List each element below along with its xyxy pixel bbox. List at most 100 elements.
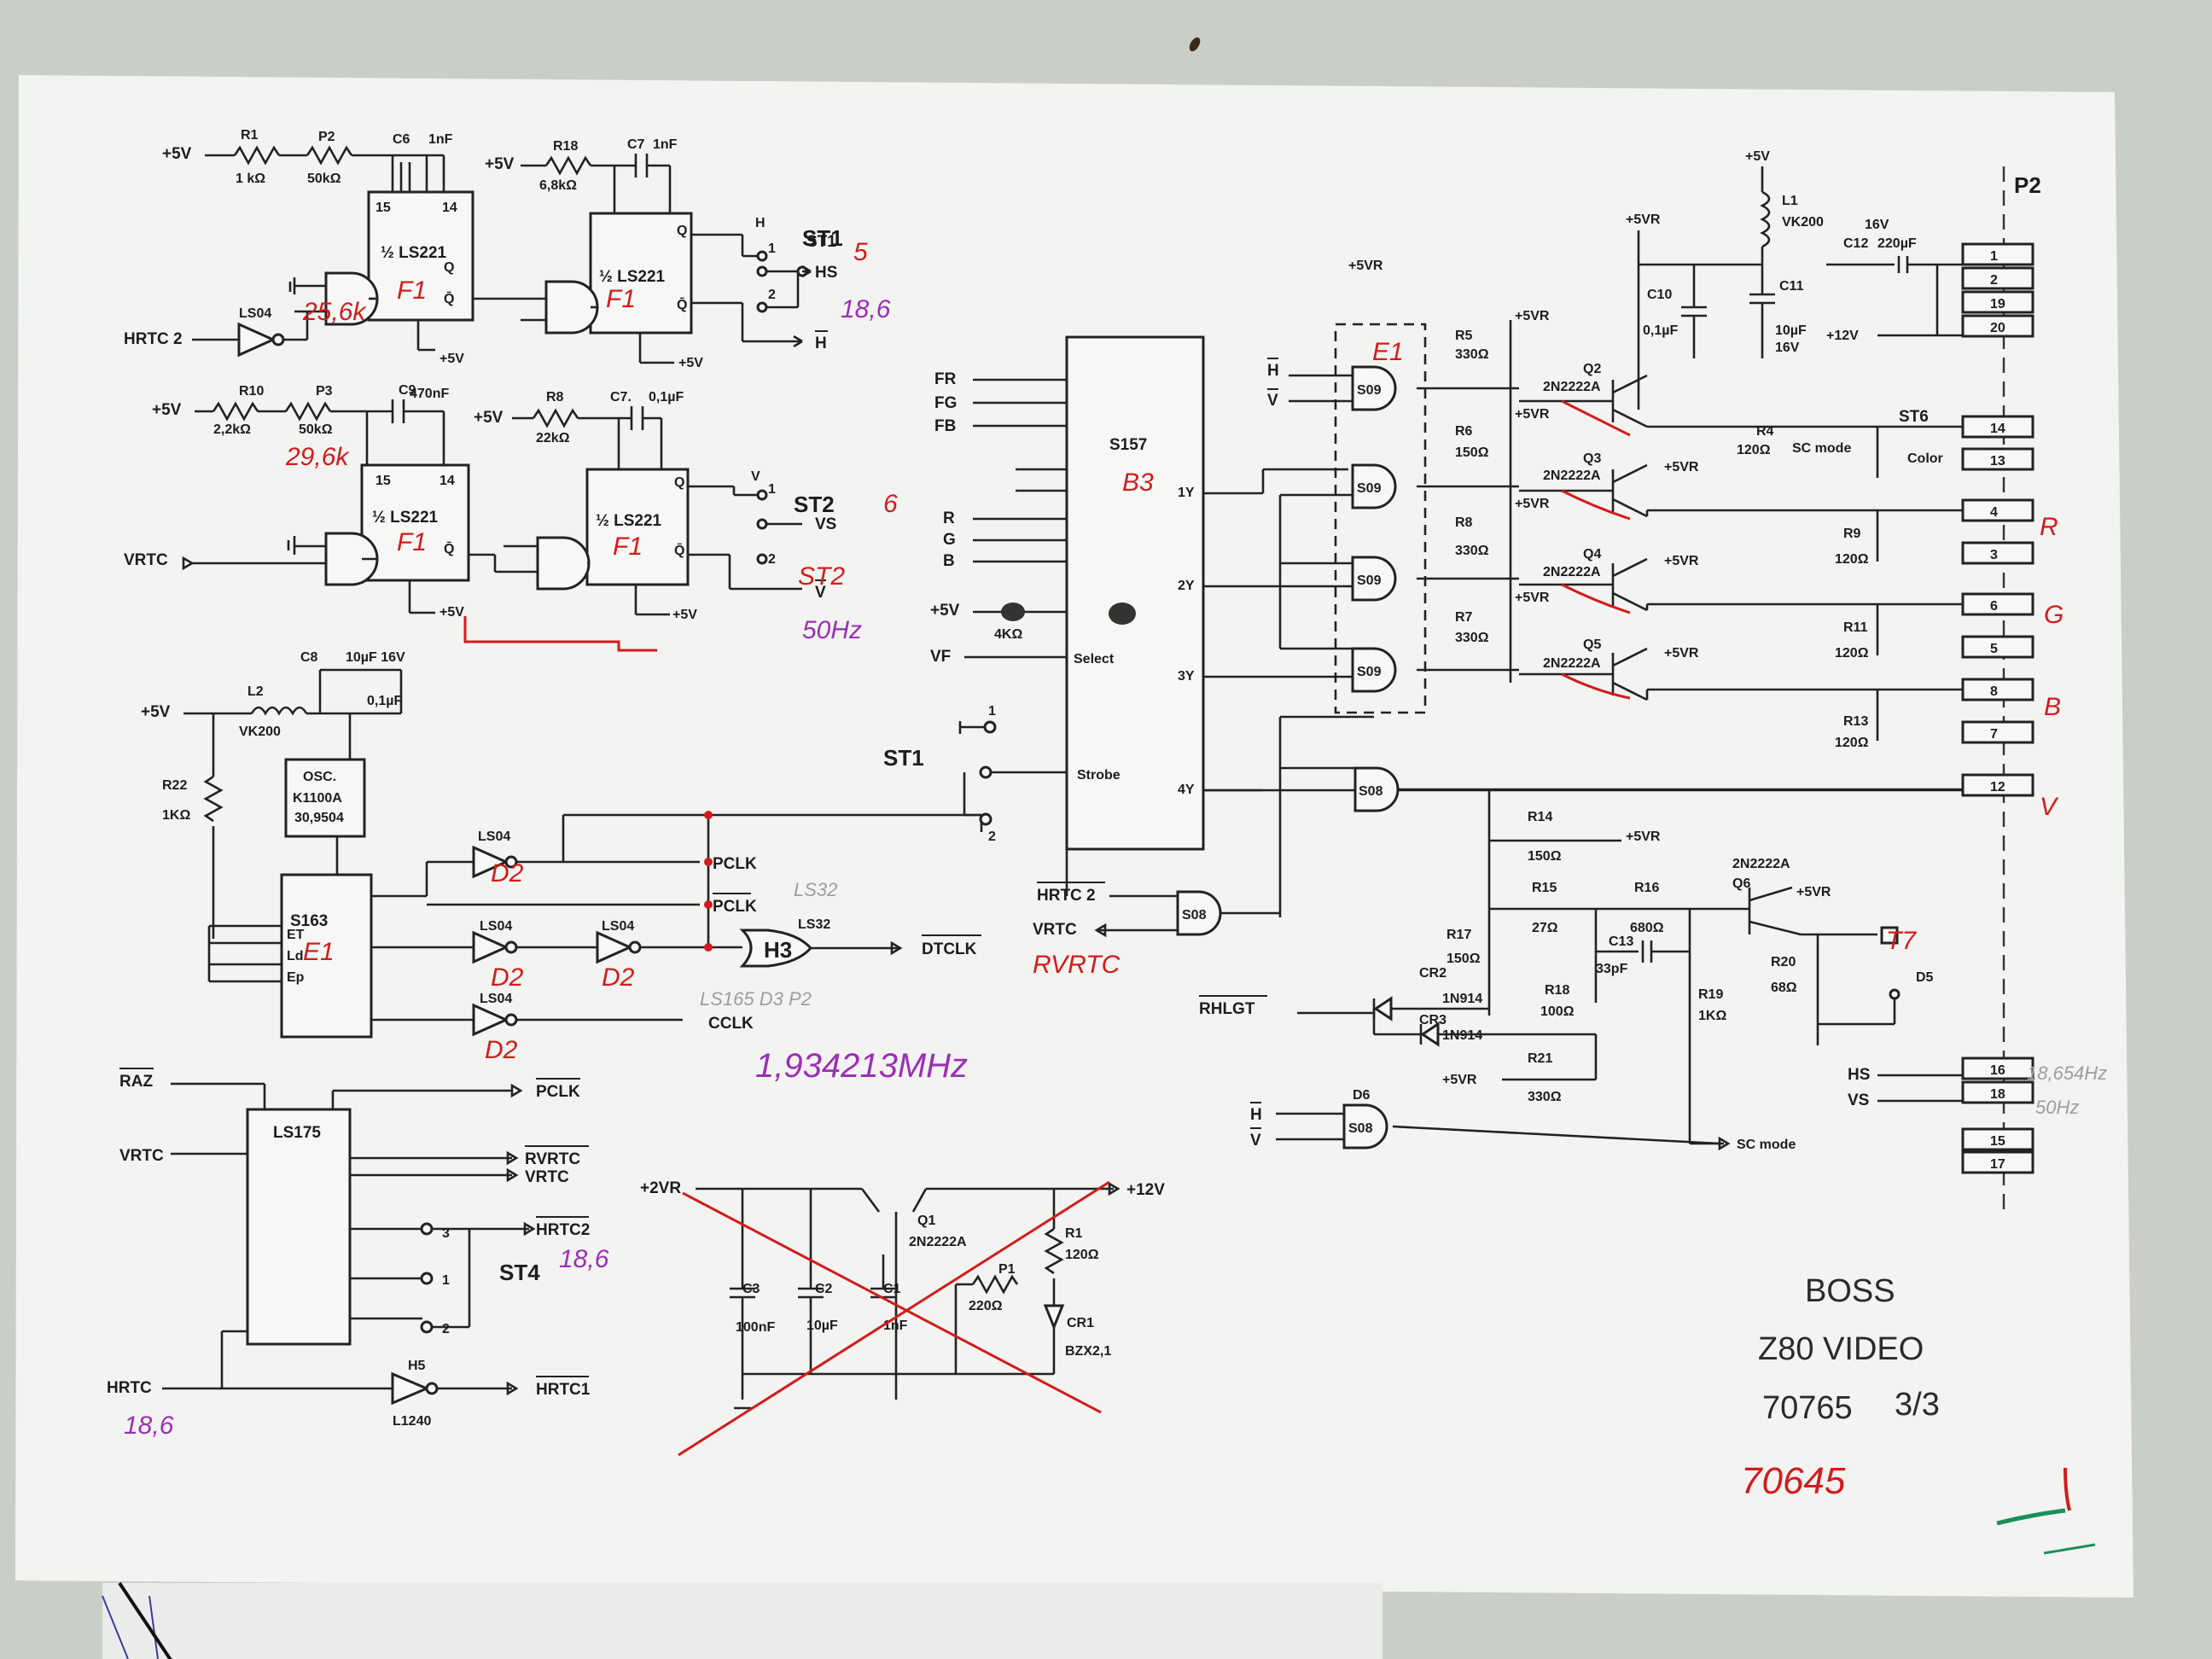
connector-pin	[1961, 773, 2034, 797]
r19-label: R19	[1698, 987, 1723, 1002]
ic-ls175	[246, 1108, 352, 1346]
resistor-r22	[203, 775, 224, 823]
r1-label: R1	[241, 128, 259, 143]
r1-value: 1 kΩ	[236, 172, 265, 186]
hw-18-6-a: 18,6	[841, 295, 891, 323]
st6-label: ST6	[1899, 408, 1929, 426]
connector-name: P2	[2014, 172, 2041, 198]
psu-5v: +5V	[1745, 149, 1770, 164]
ls221-c-5v: +5V	[439, 605, 464, 620]
vrtc-out-label: VRTC	[525, 1168, 569, 1186]
h-in-label: H	[1267, 362, 1279, 380]
r10-value: 2,2kΩ	[213, 422, 251, 437]
ic-s163	[280, 873, 373, 1039]
svg-text:15: 15	[375, 201, 391, 215]
l1-value: VK200	[1782, 215, 1824, 230]
r18b-value: 100Ω	[1540, 1004, 1575, 1019]
r1b-value: 120Ω	[1065, 1248, 1099, 1262]
cross-out-2	[678, 1180, 1110, 1457]
svg-text:3: 3	[442, 1226, 450, 1241]
r6-label: R6	[1455, 424, 1473, 439]
vrtc-ls175-label: VRTC	[119, 1147, 164, 1165]
hw-29k: 29,6k	[285, 443, 350, 471]
r5-value: 330Ω	[1455, 347, 1489, 362]
svg-text:2: 2	[768, 288, 776, 302]
test-point-t7	[1880, 926, 1899, 945]
connector-pin	[1961, 314, 2034, 338]
st4-label: ST4	[499, 1260, 540, 1285]
cr1-value: BZX2,1	[1065, 1344, 1111, 1359]
ls04-3-label: LS04	[480, 919, 512, 934]
vs-connector-label: VS	[1848, 1091, 1869, 1109]
fg-label: FG	[934, 394, 957, 412]
hw-d2-d: D2	[485, 1036, 518, 1064]
svg-text:2: 2	[768, 552, 776, 567]
svg-text:14: 14	[442, 201, 457, 215]
title-line3: 70765	[1762, 1390, 1853, 1426]
hw-st2-num: 6	[883, 490, 898, 518]
l2-value: VK200	[239, 725, 281, 739]
c1-value: 1nF	[883, 1318, 908, 1333]
connector-pin	[1961, 720, 2034, 744]
c2-label: C2	[815, 1282, 833, 1296]
r11-value: 120Ω	[1835, 646, 1869, 661]
pull-5vr-3: +5VR	[1515, 497, 1550, 511]
d6-label: D6	[1353, 1088, 1371, 1103]
regulator-section: +2VR +12V Q1 2N2222A C3 100nF C2 10µF C1…	[640, 1179, 1165, 1457]
connector-pin-number: 18	[1990, 1087, 2005, 1102]
c11-volt: 16V	[1775, 341, 1800, 355]
hrtc-input-label: HRTC	[107, 1379, 152, 1397]
oscillator-k1100a	[284, 758, 366, 838]
vrtc-mux-label: VRTC	[1033, 921, 1077, 939]
hrtc2-out-label: HRTC2	[536, 1221, 590, 1239]
cr3-label: CR3	[1419, 1013, 1447, 1027]
red-mod-trace	[1561, 583, 1631, 614]
gate-d6	[1342, 1103, 1388, 1150]
svg-text:Q: Q	[674, 475, 684, 490]
gate-s09-3	[1351, 556, 1397, 602]
output-section: +5VR +5V L1 VK200 C10 0,1µF C11 10µF 16V…	[1199, 149, 2041, 1212]
r8-label: R8	[546, 390, 564, 405]
v-bar-output: V	[815, 584, 826, 602]
pot-p2	[306, 145, 353, 166]
pull-5vr-2: +5VR	[1515, 407, 1550, 422]
zener-cr1	[1043, 1304, 1065, 1331]
r8b-value: 330Ω	[1455, 544, 1489, 558]
s09-2-label: S09	[1357, 481, 1382, 496]
r1b-label: R1	[1065, 1226, 1083, 1241]
r8-value: 22kΩ	[536, 431, 570, 445]
ls221-c-label: ½ LS221	[372, 509, 439, 527]
ls221-a-5v: +5V	[439, 352, 464, 366]
r20-value: 68Ω	[1771, 981, 1797, 995]
svg-text:Q̄: Q̄	[444, 540, 454, 556]
connector-pin	[1961, 290, 2034, 314]
hw-st2-label: ST2	[798, 562, 845, 591]
r13-value: 120Ω	[1835, 736, 1869, 750]
c8b-value: 0,1µF	[367, 694, 402, 708]
red-mod-trace	[1561, 399, 1631, 437]
hw-50hz-2: 50Hz	[2035, 1097, 2079, 1118]
hw-50hz: 50Hz	[802, 616, 862, 644]
svg-text:Q: Q	[677, 224, 687, 238]
hw-ls165: LS165 D3 P2	[700, 988, 812, 1010]
latch-section: RAZ LS175 PCLK VRTC RVRTC VRTC HRTC2 ST4…	[107, 1068, 591, 1429]
osc-5v: +5V	[141, 703, 171, 721]
c12-label: C12	[1843, 236, 1868, 251]
connector-pin-number: 17	[1990, 1157, 2005, 1172]
b-input-label: B	[943, 552, 955, 570]
hw-25k: 25,6k	[302, 298, 367, 326]
label-5v: +5V	[162, 145, 192, 163]
s09-1-label: S09	[1357, 383, 1382, 398]
r18-label: R18	[553, 139, 578, 154]
q6-label: Q6	[1732, 876, 1750, 891]
reg-2vr: +2VR	[640, 1179, 681, 1197]
s09-4-label: S09	[1357, 665, 1382, 679]
dtclk-label: DTCLK	[922, 940, 977, 958]
hw-f1-a: F1	[397, 276, 427, 305]
p1-label: P1	[998, 1262, 1016, 1277]
r17-label: R17	[1447, 928, 1471, 942]
svg-text:1: 1	[768, 482, 776, 497]
hw-st4-freq: 18,6	[559, 1245, 609, 1273]
svg-text:H: H	[755, 216, 765, 230]
connector-pin-number: 4	[1990, 505, 1998, 520]
